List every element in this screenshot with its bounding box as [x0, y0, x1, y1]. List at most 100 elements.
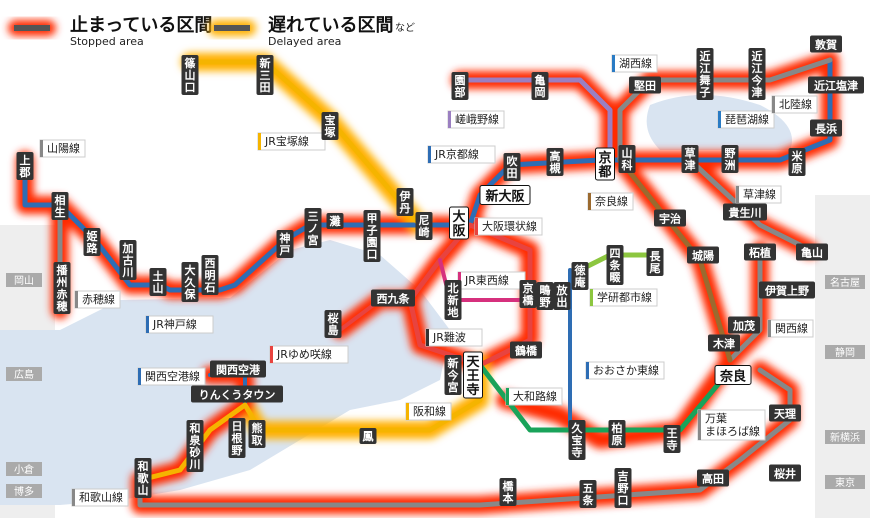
station-katata[interactable]: 堅田	[629, 76, 661, 94]
station-kitashinchi[interactable]: 北新地	[444, 280, 462, 320]
side-okayama: 岡山	[14, 275, 34, 287]
station-kibukawa[interactable]: 貴生川	[723, 203, 767, 221]
station-sasayamaguchi[interactable]: 篠山口	[181, 55, 199, 95]
station-kyuhoji[interactable]: 久宝寺	[568, 420, 586, 460]
station-box	[579, 480, 597, 508]
station-name: 西九条	[377, 292, 411, 306]
station-sakurajima[interactable]: 桜島	[324, 310, 342, 338]
station-kameyama[interactable]: 亀山	[796, 243, 828, 261]
station-hanaten[interactable]: 放出	[553, 282, 571, 310]
side-shizuoka-box	[825, 345, 865, 359]
station-yoshinoguchi[interactable]: 吉野口	[614, 468, 632, 508]
station-aioi[interactable]: 相生	[51, 192, 69, 220]
station-koshienguchi[interactable]: 甲子園口	[363, 210, 381, 262]
station-nagao[interactable]: 長尾	[646, 248, 664, 276]
station-shijonawate[interactable]: 四条畷	[606, 245, 624, 285]
station-yamashina[interactable]: 山科	[618, 145, 636, 173]
station-box	[714, 365, 752, 385]
station-yasu[interactable]: 野洲	[721, 145, 739, 173]
station-tokuan[interactable]: 徳庵	[571, 262, 589, 290]
station-tsuruga[interactable]: 敦賀	[810, 35, 842, 53]
station-banshu-ako[interactable]: 播州赤穂	[53, 262, 71, 314]
station-okubo[interactable]: 大久保	[181, 262, 199, 302]
station-name: 高田	[702, 472, 724, 486]
station-suita[interactable]: 吹田	[503, 153, 521, 181]
station-hineno[interactable]: 日根野	[228, 418, 246, 458]
station-iga-ueno[interactable]: 伊賀上野	[759, 281, 815, 299]
station-wakayama[interactable]: 和歌山	[134, 458, 152, 498]
station-box	[53, 262, 71, 314]
station-tsuchiyama[interactable]: 土山	[149, 268, 167, 296]
station-nishi-akashi[interactable]: 西明石	[201, 255, 219, 295]
station-rinku-town[interactable]: りんくうタウン	[191, 385, 283, 403]
station-tsuge[interactable]: 柘植	[744, 243, 776, 261]
station-hashimoto[interactable]: 橋本	[499, 478, 517, 506]
station-shin-sanda[interactable]: 新三田	[256, 55, 274, 95]
station-kyoto[interactable]: 京都	[595, 147, 615, 181]
legend-delayed-swatch	[214, 25, 250, 31]
station-kumatori[interactable]: 熊取	[248, 420, 266, 448]
station-otori[interactable]: 鳳	[359, 428, 377, 444]
station-maibara[interactable]: 米原	[788, 148, 806, 176]
station-box	[119, 240, 137, 280]
station-osaka[interactable]: 大阪	[449, 206, 469, 240]
station-himeji[interactable]: 姫路	[83, 228, 101, 256]
station-kashiwara[interactable]: 柏原	[608, 420, 626, 448]
station-takatsuki[interactable]: 高槻	[546, 148, 564, 176]
station-uji[interactable]: 宇治	[654, 209, 686, 227]
station-kusatsu[interactable]: 草津	[681, 145, 699, 173]
line-label-jr-kobe: JR神戸線	[145, 315, 214, 334]
station-shin-osaka[interactable]: 新大阪	[479, 185, 531, 205]
station-kobe[interactable]: 神戸	[276, 230, 294, 258]
line-label-text: JR神戸線	[152, 317, 197, 331]
station-box	[359, 428, 377, 444]
station-oji[interactable]: 王寺	[663, 425, 681, 453]
station-takada[interactable]: 高田	[697, 469, 729, 487]
station-sannomiya[interactable]: 三ノ宮	[304, 208, 322, 248]
station-omi-maiko[interactable]: 近江舞子	[696, 48, 714, 100]
station-itami[interactable]: 伊丹	[396, 188, 414, 216]
side-labels: 岡山 広島 小倉 博多 名古屋 静岡 新横浜 東京	[6, 273, 865, 498]
line-label-yamatoji: 大和路線	[505, 387, 563, 406]
station-box	[451, 72, 469, 100]
station-name: 和泉砂川	[189, 421, 202, 471]
line-label-text: 湖西線	[619, 56, 652, 70]
station-box	[444, 355, 462, 395]
station-kameoka[interactable]: 亀岡	[531, 72, 549, 100]
station-joyo[interactable]: 城陽	[687, 246, 719, 264]
line-label-text: 大和路線	[513, 389, 557, 403]
line-label-accent	[612, 55, 615, 72]
station-kakogawa[interactable]: 加古川	[119, 240, 137, 280]
station-kamo[interactable]: 加茂	[728, 316, 760, 334]
station-box	[181, 262, 199, 302]
station-sakurai[interactable]: 桜井	[769, 464, 801, 482]
station-kyobashi[interactable]: 京橋	[519, 280, 537, 308]
station-amagasaki[interactable]: 尼崎	[415, 212, 433, 240]
station-kizu[interactable]: 木津	[708, 334, 740, 352]
line-label-accent	[586, 362, 589, 379]
station-nada[interactable]: 灘	[326, 213, 344, 229]
station-nagahama[interactable]: 長浜	[810, 119, 842, 137]
line-sagano	[457, 77, 613, 163]
station-gojo[interactable]: 五条	[579, 480, 597, 508]
legend-stopped-swatch	[14, 25, 50, 31]
station-box	[546, 148, 564, 176]
station-name: 桜井	[774, 467, 796, 481]
station-omi-shiotsu[interactable]: 近江塩津	[808, 76, 864, 94]
station-kami-gori[interactable]: 上郡	[16, 152, 34, 180]
station-omi-imazu[interactable]: 近江今津	[748, 48, 766, 100]
station-nishi-kujo[interactable]: 西九条	[371, 289, 415, 307]
station-tsuruhashi[interactable]: 鶴橋	[510, 341, 542, 359]
station-box	[721, 145, 739, 173]
station-kansai-airport[interactable]: 関西空港	[210, 360, 266, 378]
station-sonobe[interactable]: 園部	[451, 72, 469, 100]
station-izumisunagawa[interactable]: 和泉砂川	[186, 420, 204, 472]
station-takarazuka[interactable]: 宝塚	[321, 112, 339, 140]
station-shin-imamiya[interactable]: 新今宮	[444, 355, 462, 395]
line-label-text: 山陽線	[47, 141, 80, 155]
station-nara[interactable]: 奈良	[714, 365, 752, 385]
station-tenri[interactable]: 天理	[769, 404, 801, 422]
station-tennoji[interactable]: 天王寺	[463, 351, 483, 399]
station-tsurumi-ryokuchi[interactable]: 鴫野	[536, 282, 554, 310]
station-name: 米原	[791, 149, 804, 175]
